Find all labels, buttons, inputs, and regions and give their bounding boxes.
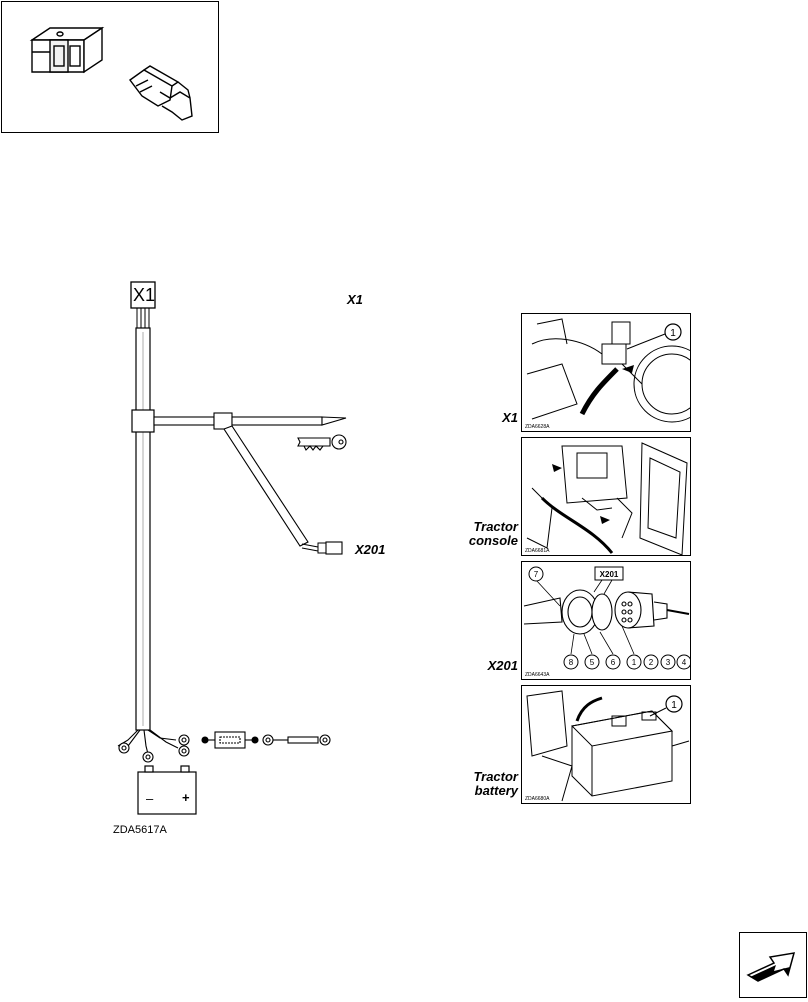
callout-1: 1	[626, 654, 642, 670]
ring-terminal-icon	[118, 734, 190, 763]
photo-console-caption: Tractor console	[438, 520, 518, 548]
drawing-id: ZDA5617A	[113, 824, 167, 836]
photo-tractor-battery: 1 ZDA6680A	[521, 685, 691, 804]
callout-3: 3	[660, 654, 676, 670]
svg-text:4: 4	[682, 658, 687, 667]
callout-2: 2	[643, 654, 659, 670]
photo-x201: X201 7 8 5 6 1 2 3 4 ZDA6643A	[521, 561, 691, 680]
photo-battery-caption: Tractor battery	[438, 770, 518, 798]
x1-leads	[136, 308, 150, 328]
caption-line-battery: battery	[474, 783, 518, 798]
ignition-key-icon	[297, 434, 347, 451]
photo-id: ZDA6643A	[525, 672, 550, 678]
photo-id: ZDA6628A	[525, 424, 550, 430]
x1-header-label: X1	[347, 292, 363, 307]
photo-console-illustration	[526, 442, 688, 555]
svg-text:2: 2	[649, 658, 654, 667]
wiring-diagram	[117, 281, 347, 815]
terminal-pin-icon	[129, 65, 193, 121]
callout-1: 1	[649, 695, 683, 717]
callout-6: 6	[605, 654, 621, 670]
x201-tag-text: X201	[600, 570, 619, 579]
photo-battery-illustration: 1	[526, 690, 690, 802]
svg-text:6: 6	[611, 658, 616, 667]
x201-branch	[223, 425, 309, 547]
svg-text:1: 1	[632, 658, 637, 667]
x201-connector-box	[325, 541, 343, 555]
photo-tractor-console: ZDA6681A	[521, 437, 691, 556]
connector-housing-icon	[29, 26, 105, 74]
battery-icon	[137, 765, 197, 815]
next-page-arrow-icon	[746, 952, 796, 982]
photo-x1: 1 ZDA6628A	[521, 313, 691, 432]
caption-line-tractor: Tractor	[473, 519, 518, 534]
svg-text:5: 5	[590, 658, 595, 667]
svg-text:3: 3	[666, 658, 671, 667]
callout-5: 5	[584, 654, 600, 670]
photo-id: ZDA6680A	[525, 796, 550, 802]
next-page-button[interactable]	[739, 932, 807, 998]
parts-box	[1, 1, 219, 133]
photo-x1-callout: 1	[670, 328, 676, 339]
svg-text:7: 7	[534, 570, 539, 579]
callout-4: 4	[676, 654, 690, 670]
t-junction	[131, 409, 155, 433]
x201-tag: X201	[594, 566, 624, 581]
callout-7: 7	[528, 566, 544, 582]
parts-box-drawing	[29, 26, 193, 121]
battery-plus-label: +	[182, 790, 190, 805]
callout-1: 1	[626, 323, 682, 350]
svg-text:8: 8	[569, 658, 574, 667]
caption-line-tractor: Tractor	[473, 769, 518, 784]
caption-line-console: console	[468, 533, 518, 548]
photo-battery-callout: 1	[671, 700, 677, 711]
photo-x201-caption: X201	[487, 658, 518, 673]
fuse-holder-icon	[201, 731, 331, 749]
battery-minus-label: –	[146, 791, 154, 806]
x1-connector-label: X1	[133, 285, 156, 305]
photo-x201-illustration: X201 7 8 5 6 1 2 3 4	[523, 566, 690, 670]
callout-8: 8	[563, 654, 579, 670]
photo-x1-caption: X1	[502, 410, 518, 425]
photo-id: ZDA6681A	[525, 548, 550, 554]
x201-wiring-label: X201	[355, 542, 386, 557]
x1-connector-box	[130, 281, 156, 309]
photo-x1-illustration: 1	[526, 318, 690, 423]
bottom-leads	[117, 729, 179, 755]
